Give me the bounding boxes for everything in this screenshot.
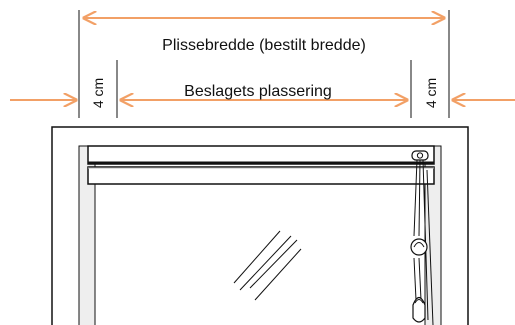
right-margin-label: 4 cm bbox=[423, 78, 439, 108]
cord-handle-upper bbox=[410, 238, 428, 256]
headrail-bottom bbox=[87, 166, 435, 185]
total-width-label: Plissebredde (bestilt bredde) bbox=[162, 37, 366, 54]
headrail-top bbox=[87, 145, 435, 165]
plisse-headrail bbox=[87, 145, 435, 185]
frame-outer bbox=[51, 126, 469, 325]
glass-reflection bbox=[233, 230, 302, 301]
pull-cords bbox=[413, 159, 434, 325]
cord-handle-lower bbox=[412, 296, 426, 323]
left-margin-label: 4 cm bbox=[90, 78, 106, 108]
bracket-placement-label: Beslagets plassering bbox=[184, 83, 332, 100]
guide-lines bbox=[78, 10, 450, 118]
cord-knob bbox=[411, 150, 429, 161]
